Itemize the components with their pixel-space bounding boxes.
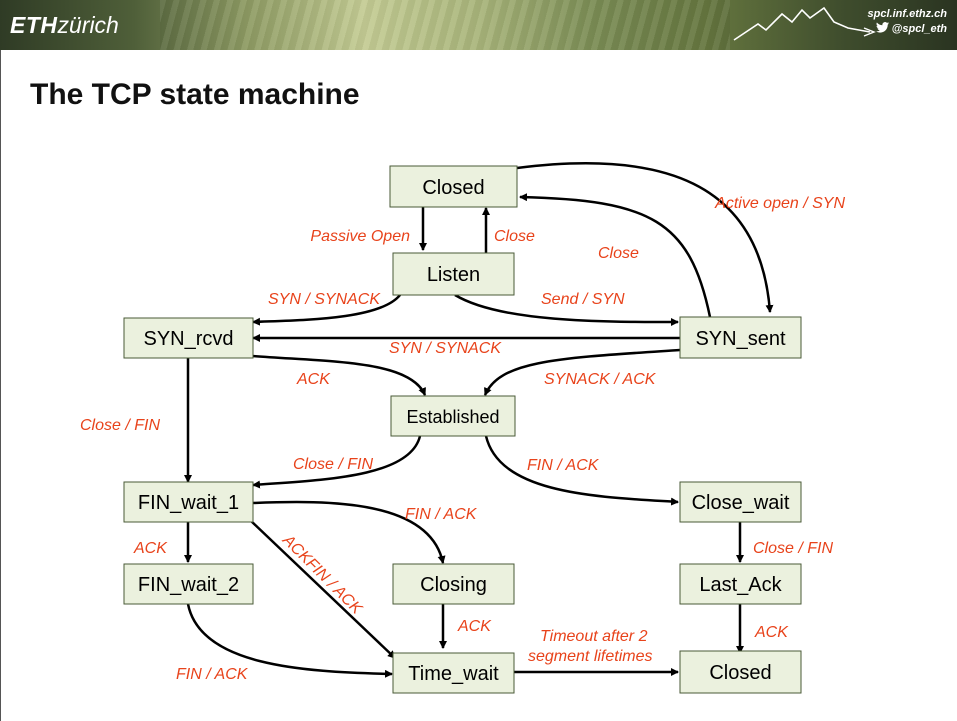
label-synack-ack: SYNACK / ACK (544, 371, 657, 388)
svg-text:Time_wait: Time_wait (408, 663, 499, 685)
label-syn-synack-listen: SYN / SYNACK (268, 291, 381, 308)
twitter-handle: @spcl_eth (891, 23, 947, 35)
slide-header: ETHzürich spcl.inf.ethz.ch @spcl_eth (0, 0, 957, 50)
svg-text:Closed: Closed (709, 662, 771, 684)
label-syn-synack-cross: SYN / SYNACK (389, 340, 502, 357)
svg-text:FIN_wait_2: FIN_wait_2 (138, 574, 239, 596)
label-fin-ack-fw1: FIN / ACK (405, 506, 478, 523)
svg-text:Closing: Closing (420, 574, 487, 596)
header-contact: spcl.inf.ethz.ch @spcl_eth (868, 7, 947, 37)
edge-synsent-to-closed (519, 193, 712, 318)
state-closed-top: Closed (389, 165, 518, 208)
header-texture (160, 0, 730, 50)
label-timeout-line2: segment lifetimes (528, 648, 653, 665)
state-syn-sent: SYN_sent (679, 316, 802, 359)
state-time-wait: Time_wait (392, 652, 515, 694)
slide-left-border (0, 50, 1, 721)
label-close-fin-est: Close / FIN (293, 456, 373, 473)
edge-established-to-finwait1 (252, 435, 422, 489)
state-fin-wait-1: FIN_wait_1 (123, 481, 254, 523)
svg-text:Closed: Closed (422, 177, 484, 199)
edge-finwait2-to-timewait (186, 603, 393, 678)
label-send-syn: Send / SYN (541, 291, 625, 308)
state-last-ack: Last_Ack (679, 563, 802, 605)
svg-text:Listen: Listen (427, 264, 480, 286)
state-closing: Closing (392, 563, 515, 605)
label-close-synsent: Close (598, 245, 639, 262)
state-closed-bottom: Closed (679, 650, 802, 694)
eth-logo: ETHzürich (10, 12, 119, 38)
svg-text:FIN_wait_1: FIN_wait_1 (138, 492, 239, 514)
state-syn-rcvd: SYN_rcvd (123, 317, 254, 359)
label-ack-fw1: ACK (133, 540, 168, 557)
edge-synrcvd-to-established (252, 354, 427, 396)
edge-finwait1-to-closing (252, 500, 446, 564)
svg-text:SYN_sent: SYN_sent (695, 328, 785, 350)
edge-listen-to-synsent (454, 293, 679, 326)
site-url[interactable]: spcl.inf.ethz.ch (867, 8, 947, 20)
label-close-fin-rcvd: Close / FIN (80, 417, 160, 434)
label-ack-closing: ACK (457, 618, 492, 635)
label-fin-ack-est: FIN / ACK (527, 457, 600, 474)
edge-listen-to-synrcvd (252, 294, 401, 326)
svg-text:Established: Established (406, 407, 499, 427)
label-passive-open: Passive Open (310, 228, 410, 245)
twitter-handle-row[interactable]: @spcl_eth (868, 22, 947, 37)
edge-closed-to-synsent (516, 162, 774, 313)
label-close-listen: Close (494, 228, 535, 245)
label-fin-ack-fw2: FIN / ACK (176, 666, 249, 683)
label-active-open: Active open / SYN (714, 195, 845, 212)
label-ackfin-ack: ACKFIN / ACK (278, 531, 365, 618)
edge-established-to-closewait (484, 435, 679, 506)
state-listen: Listen (392, 252, 515, 296)
edge-synsent-to-established (483, 348, 681, 396)
state-established: Established (390, 395, 516, 437)
svg-text:Close_wait: Close_wait (692, 492, 790, 514)
label-ack-rcvd: ACK (296, 371, 331, 388)
edge-finwait1-to-timewait (249, 519, 396, 659)
transition-edges (184, 162, 774, 678)
label-close-fin-cw: Close / FIN (753, 540, 833, 557)
mountain-logo-icon (733, 6, 876, 41)
label-ack-lastack: ACK (754, 624, 789, 641)
svg-text:Last_Ack: Last_Ack (699, 574, 782, 596)
state-close-wait: Close_wait (679, 481, 802, 523)
label-timeout-line1: Timeout after 2 (540, 628, 648, 645)
twitter-icon (875, 22, 889, 33)
header-background (0, 0, 957, 50)
state-fin-wait-2: FIN_wait_2 (123, 563, 254, 605)
svg-text:SYN_rcvd: SYN_rcvd (143, 328, 233, 350)
slide-title: The TCP state machine (30, 78, 360, 111)
